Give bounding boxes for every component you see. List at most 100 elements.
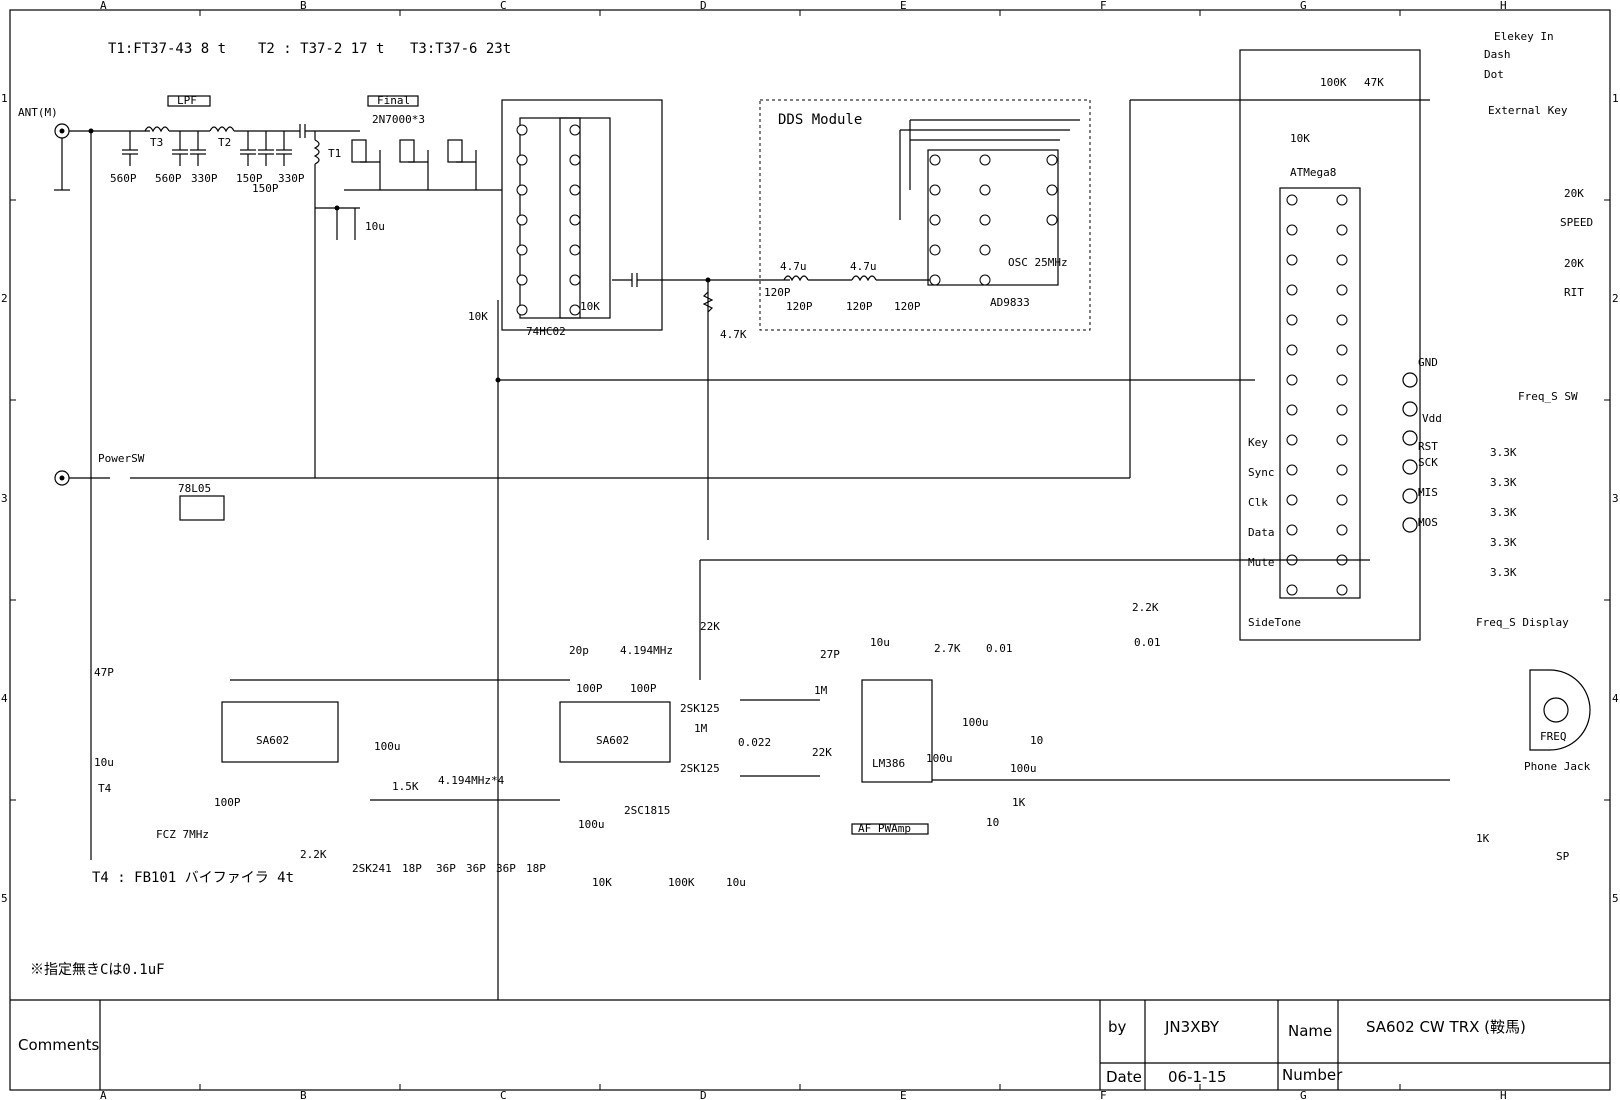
freq-label: FREQ xyxy=(1540,730,1567,743)
row-3-right: 3 xyxy=(1612,492,1619,505)
c-10u-c: 10u xyxy=(870,636,890,649)
t1-label: T1 xyxy=(328,147,341,160)
c-0-01-b: 0.01 xyxy=(1134,636,1161,649)
rf-output-section: ANT(M) LPF Final T3 T2 560P 560P 330P 15… xyxy=(18,94,480,860)
resistor-4-7k xyxy=(702,291,714,313)
isp-pads xyxy=(1402,372,1418,533)
sp-label: SP xyxy=(1556,850,1570,863)
freq-meter xyxy=(1529,669,1591,751)
rst-label: RST xyxy=(1418,440,1438,453)
c-10u-a: 10u xyxy=(365,220,385,233)
c-100u-b: 100u xyxy=(926,752,953,765)
l-10u: 10u xyxy=(94,756,114,769)
mcu-frame xyxy=(1239,49,1421,641)
note-t3: T3:T37-6 23t xyxy=(410,41,511,57)
r-2-2k-a: 2.2K xyxy=(300,848,327,861)
c-330p-a: 330P xyxy=(191,172,218,185)
vdd-label: Vdd xyxy=(1422,412,1442,425)
date-value: 06-1-15 xyxy=(1168,1068,1227,1086)
col-e: E xyxy=(900,0,907,12)
c-0-01-a: 0.01 xyxy=(986,642,1013,655)
note-t1: T1:FT37-43 8 t xyxy=(108,41,226,57)
r-22k-b: 22K xyxy=(700,620,720,633)
af-pwamp-box xyxy=(851,823,929,835)
c-330p-b: 330P xyxy=(278,172,305,185)
speed-label: SPEED xyxy=(1560,216,1593,229)
sa602-1 xyxy=(221,701,339,763)
fet-2sk125-a: 2SK125 xyxy=(680,702,720,715)
mcu-label: ATMega8 xyxy=(1290,166,1336,179)
row-5-right: 5 xyxy=(1612,892,1619,905)
row-3: 3 xyxy=(1,492,8,505)
col-b: B xyxy=(300,0,307,12)
c-150p-b: 150P xyxy=(252,182,279,195)
c-120p-c: 120P xyxy=(846,300,873,313)
sheet-frame xyxy=(9,9,1611,1091)
transformer-t1 xyxy=(313,139,320,165)
note-t2: T2 : T37-2 17 t xyxy=(258,41,384,57)
t4-label: T4 xyxy=(98,782,112,795)
row-2-right: 2 xyxy=(1612,292,1619,305)
date-label: Date xyxy=(1106,1068,1142,1086)
r-10-a: 10 xyxy=(1030,734,1043,747)
final-label: Final xyxy=(377,94,410,107)
mcu-pin-data: Data xyxy=(1248,526,1275,539)
dot-label: Dot xyxy=(1484,68,1504,81)
r-100k-top: 100K xyxy=(1320,76,1347,89)
col-d: D xyxy=(700,0,707,12)
name-value: SA602 CW TRX (鞍馬) xyxy=(1366,1018,1526,1036)
final-box xyxy=(367,95,419,107)
r-20k-rit: 20K xyxy=(1564,257,1584,270)
c-27p: 27P xyxy=(820,648,840,661)
c-0-022: 0.022 xyxy=(738,736,771,749)
inductor-4-7u-b xyxy=(851,275,877,282)
c-560p-b: 560P xyxy=(155,172,182,185)
r-3-3k-d: 3.3K xyxy=(1490,536,1517,549)
mos-label: MOS xyxy=(1418,516,1438,529)
col-d-bottom: D xyxy=(700,1089,707,1100)
mcu-body xyxy=(1279,187,1361,599)
c-47p: 47P xyxy=(94,666,114,679)
lpf-box xyxy=(167,95,211,107)
r-2-2k-d: 2.2K xyxy=(1132,601,1159,614)
r-10k-bjt: 10K xyxy=(592,876,612,889)
c-36p-b: 36P xyxy=(466,862,486,875)
sa602-1-label: SA602 xyxy=(256,734,289,747)
t3-label: T3 xyxy=(150,136,163,149)
r-20k-speed: 20K xyxy=(1564,187,1584,200)
regulator-78l05 xyxy=(179,495,225,521)
final-mosfets xyxy=(344,139,480,191)
phone-jack-label: Phone Jack xyxy=(1524,760,1591,773)
col-h: H xyxy=(1500,0,1507,12)
reg-label: 78L05 xyxy=(178,482,211,495)
col-g: G xyxy=(1300,0,1307,12)
row-2: 2 xyxy=(1,292,8,305)
number-label: Number xyxy=(1282,1066,1343,1084)
r-10-b: 10 xyxy=(986,816,999,829)
col-g-bottom: G xyxy=(1300,1089,1307,1100)
c-560p-a: 560P xyxy=(110,172,137,185)
ext-key-label: External Key xyxy=(1488,104,1568,117)
74hc02-pins xyxy=(516,124,581,316)
column-markers: A B C D E F G H A B C D E F G H xyxy=(100,0,1507,1100)
name-label: Name xyxy=(1288,1022,1332,1040)
r-100k-b: 100K xyxy=(668,876,695,889)
c-36p-a: 36P xyxy=(436,862,456,875)
ad9833-chip xyxy=(927,149,1059,286)
fet-2sk241-label: 2SK241 xyxy=(352,862,392,875)
col-e-bottom: E xyxy=(900,1089,907,1100)
l-100u-a: 100u xyxy=(374,740,401,753)
note-cap-default: ※指定無きCは0.1uF xyxy=(30,962,165,978)
r-10k-mcu: 10K xyxy=(1290,132,1310,145)
r-22k-c: 22K xyxy=(812,746,832,759)
power-section: PowerSW 78L05 xyxy=(54,452,330,521)
c-100u-a: 100u xyxy=(962,716,989,729)
c-18p-a: 18P xyxy=(402,862,422,875)
col-b-bottom: B xyxy=(300,1089,307,1100)
r-10k-left: 10K xyxy=(468,310,488,323)
by-label: by xyxy=(1108,1018,1127,1036)
frame-ticks xyxy=(10,10,1610,1090)
row-4: 4 xyxy=(1,692,8,705)
inductor-t2 xyxy=(209,126,235,133)
